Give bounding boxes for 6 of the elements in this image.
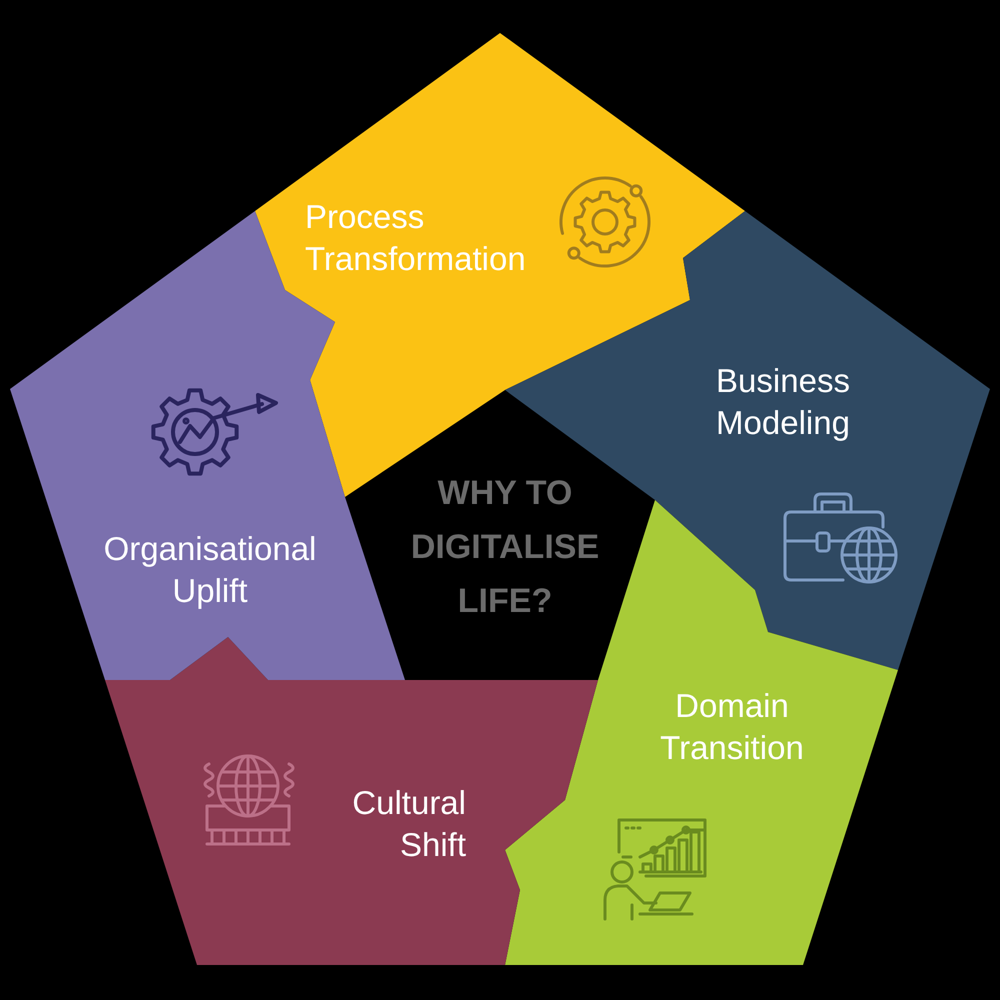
piece-label: Cultural Shift: [351, 783, 466, 865]
piece-label: Business Modeling: [715, 361, 851, 443]
center-title: WHY TO DIGITALISE LIFE?: [385, 466, 625, 628]
piece-label: Organisational Uplift: [102, 529, 318, 611]
piece-label: Domain Transition: [659, 686, 805, 768]
piece-label: Process Transformation: [305, 197, 527, 279]
